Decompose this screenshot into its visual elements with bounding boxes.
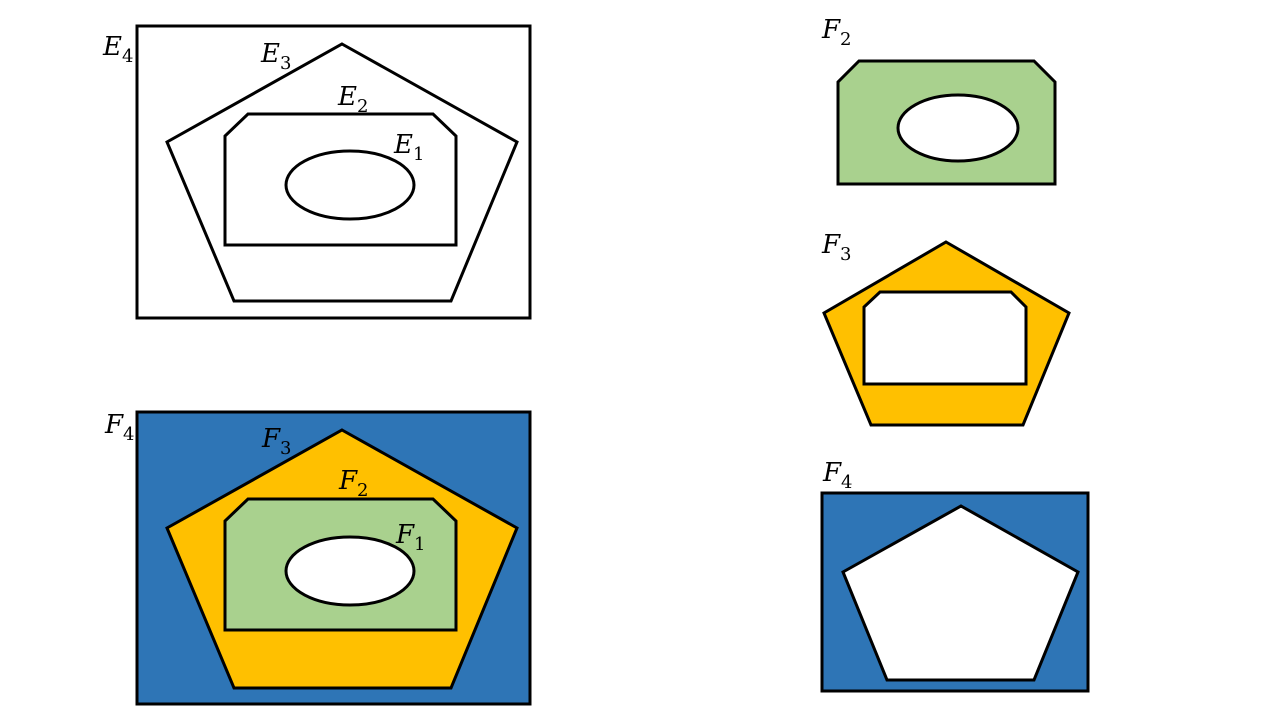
label-f2-panel: F2 bbox=[821, 15, 852, 50]
label-f2-main: F2 bbox=[338, 466, 369, 501]
e4-rectangle bbox=[135, 24, 532, 320]
label-f3-main: F3 bbox=[261, 424, 292, 459]
f3-hole-octagon bbox=[862, 290, 1028, 386]
f2-hole-ellipse bbox=[896, 93, 1020, 163]
label-e4: E4 bbox=[102, 32, 133, 67]
f-sets-panel: F4 F3 F2 F1 bbox=[104, 410, 532, 706]
e3-pentagon bbox=[165, 42, 519, 303]
label-f3-panel: F3 bbox=[821, 230, 852, 265]
e1-ellipse bbox=[284, 149, 416, 221]
e2-octagon bbox=[223, 112, 458, 247]
label-f4-main: F4 bbox=[104, 410, 135, 445]
label-f4-panel: F4 bbox=[822, 458, 853, 493]
f1-ellipse bbox=[284, 535, 416, 607]
e-sets-panel: E4 E3 E2 E1 bbox=[102, 24, 532, 320]
f3-panel: F3 bbox=[821, 230, 1071, 427]
label-f1-main: F1 bbox=[395, 520, 426, 555]
f4-panel: F4 bbox=[820, 458, 1090, 693]
label-e3: E3 bbox=[260, 39, 291, 74]
f2-panel: F2 bbox=[821, 15, 1057, 186]
f4-hole-pentagon bbox=[841, 504, 1080, 682]
label-e1: E1 bbox=[393, 130, 424, 165]
label-e2: E2 bbox=[337, 82, 368, 117]
